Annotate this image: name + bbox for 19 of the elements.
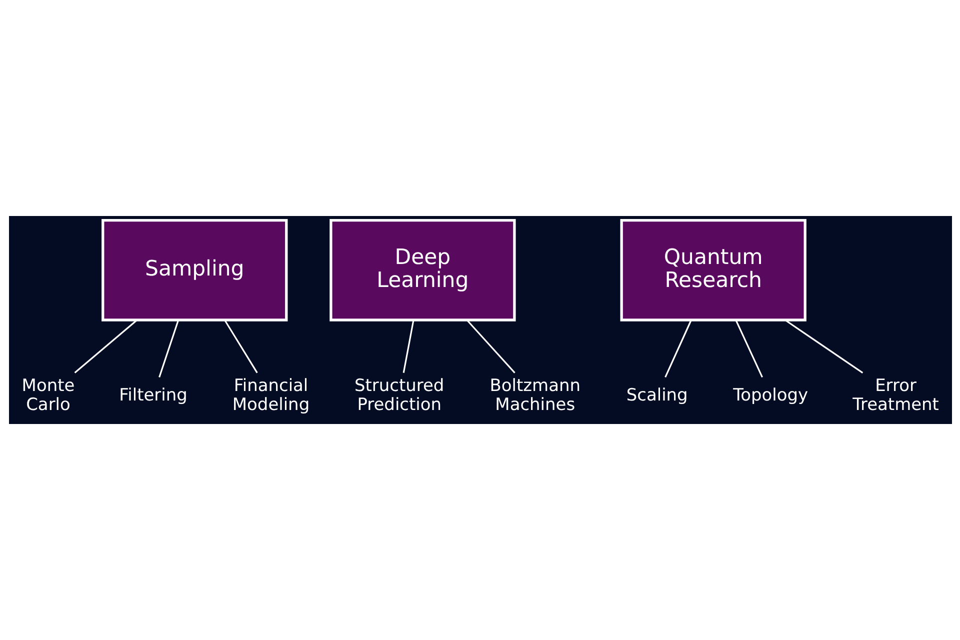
connector	[224, 320, 258, 374]
node-text: Filtering	[118, 385, 187, 406]
connector	[734, 320, 762, 378]
connector	[402, 320, 414, 373]
connector	[74, 320, 137, 374]
node-box: Sampling	[101, 218, 288, 322]
node-text: Scaling	[626, 385, 688, 406]
node-text: Boltzmann Machines	[489, 376, 580, 415]
connector	[664, 320, 692, 378]
node-text: Financial Modeling	[232, 376, 310, 415]
node-text: Structured Prediction	[354, 376, 444, 415]
node-text: Error Treatment	[852, 376, 938, 415]
node-text: Topology	[732, 385, 808, 406]
node-box: Quantum Research	[620, 218, 806, 322]
node-text: Monte Carlo	[21, 376, 74, 415]
node-box: Deep Learning	[329, 218, 516, 322]
connector	[158, 320, 179, 378]
connector	[466, 320, 515, 374]
connector	[784, 320, 863, 374]
